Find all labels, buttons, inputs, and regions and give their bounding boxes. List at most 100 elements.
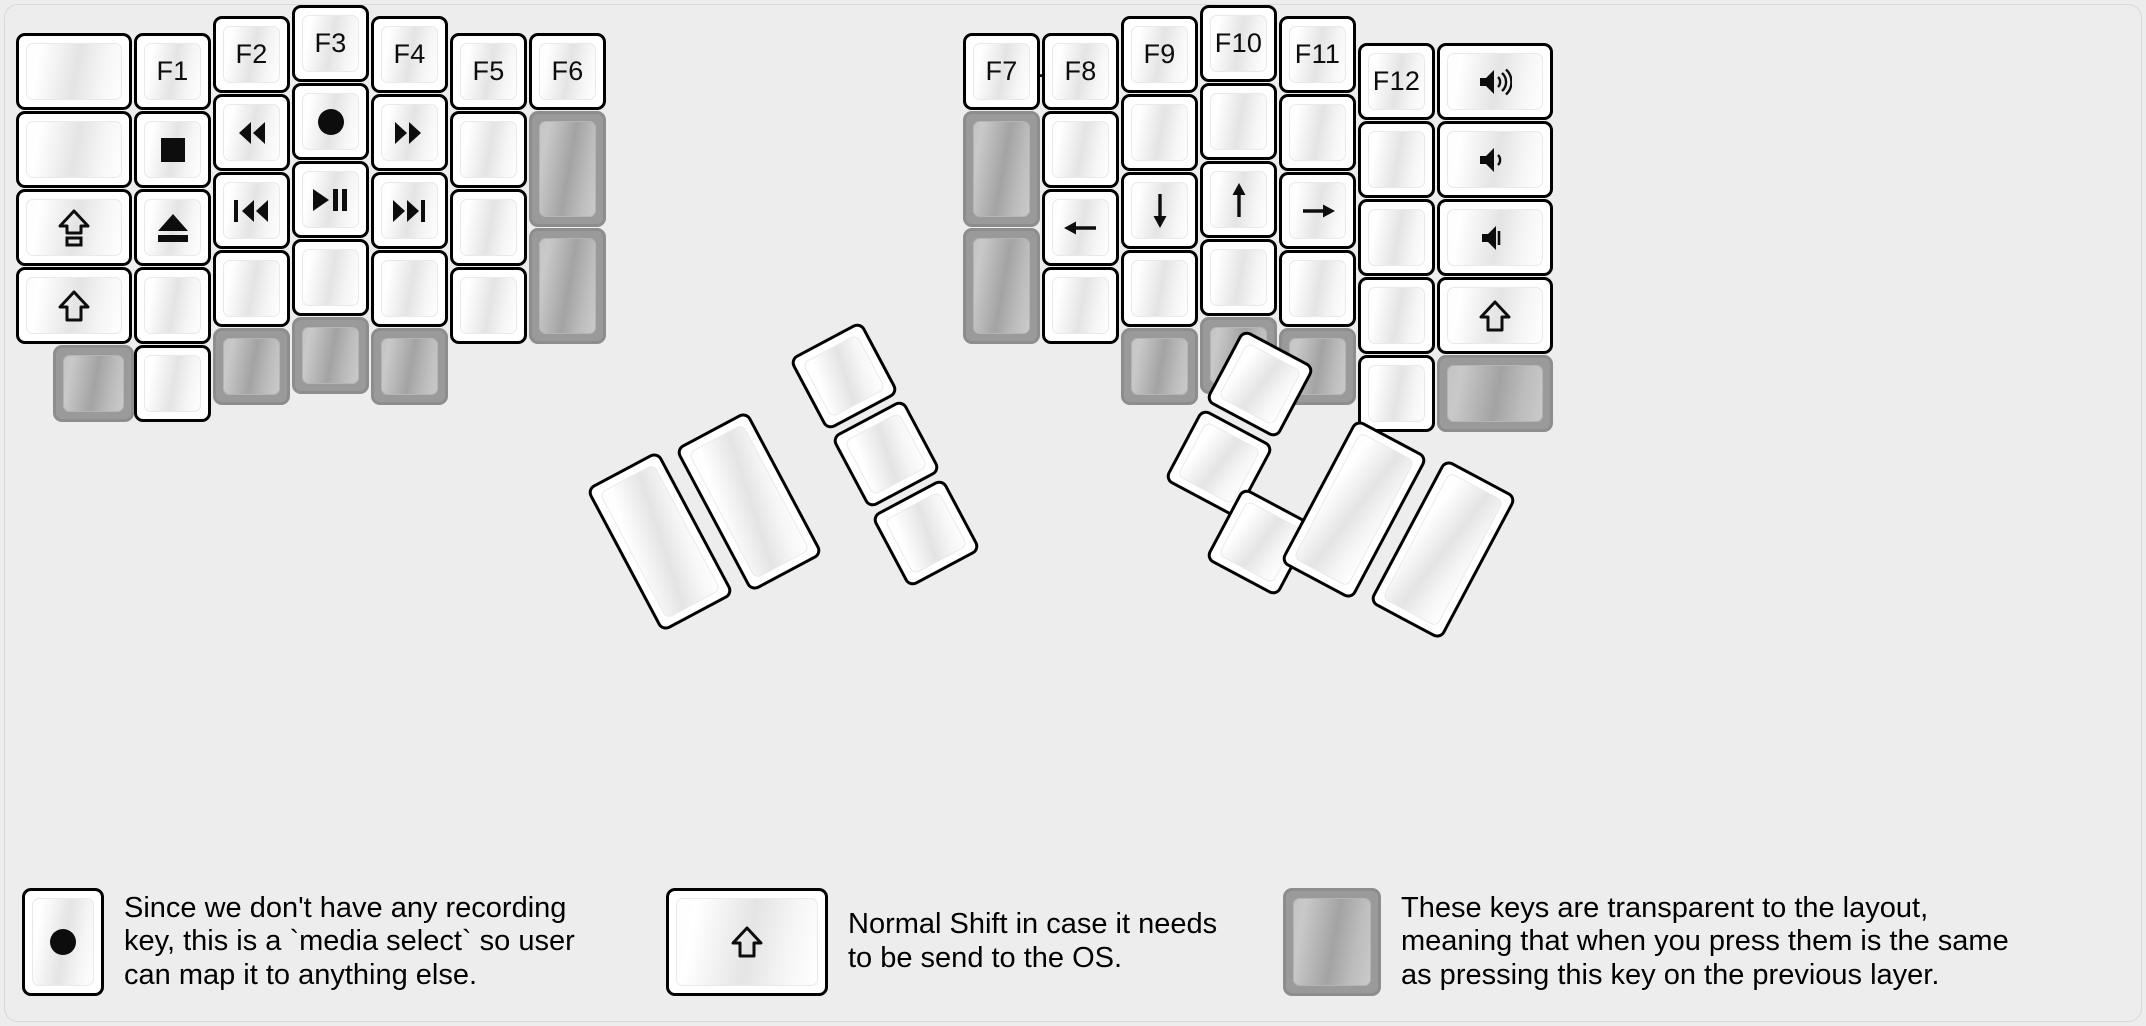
key-label: F12 — [1372, 66, 1421, 96]
fast-forward-icon — [390, 121, 430, 145]
key-left-middle-r5[interactable] — [292, 317, 369, 394]
key-right-pinky-r4[interactable] — [1358, 277, 1435, 354]
keycap-face — [460, 121, 517, 178]
keycap-face — [26, 199, 122, 256]
key-left-ring-r1[interactable]: F2 — [213, 16, 290, 93]
key-left-pinky-outer-r2[interactable] — [16, 111, 132, 188]
keycap-face — [973, 238, 1030, 334]
key-right-index-inner-r4[interactable] — [1042, 267, 1119, 344]
keycap-face — [1447, 365, 1543, 422]
key-right-pinky-outer-r2[interactable] — [1437, 121, 1553, 198]
keycap-face — [1131, 26, 1188, 83]
keycap-face — [539, 238, 596, 334]
key-right-ring-r2[interactable] — [1279, 94, 1356, 171]
key-right-pinky-r2[interactable] — [1358, 121, 1435, 198]
key-right-index-inner-r2[interactable] — [1042, 111, 1119, 188]
keycap-face — [1052, 43, 1109, 100]
legend-key-3 — [1283, 888, 1381, 996]
key-right-middle-r2[interactable] — [1200, 83, 1277, 160]
key-right-pinky-outer-r3[interactable] — [1437, 199, 1553, 276]
key-right-middle-r1[interactable]: F10 — [1200, 5, 1277, 82]
key-left-pinky-outer-r4[interactable] — [16, 267, 132, 344]
key-left-inner-r3[interactable] — [529, 228, 606, 344]
key-right-pinky-outer-r1[interactable] — [1437, 43, 1553, 120]
key-left-pinky-outer-r5[interactable] — [53, 345, 134, 422]
key-label: F6 — [551, 56, 584, 86]
legend-text-2: Normal Shift in case it needs to be send… — [848, 908, 1218, 974]
keycap-face — [144, 43, 201, 100]
key-left-ring-r3[interactable] — [213, 172, 290, 249]
key-right-ring-r3[interactable] — [1279, 172, 1356, 249]
key-right-pinky-outer-r5[interactable] — [1437, 355, 1553, 432]
key-left-pinky-r1[interactable]: F1 — [134, 33, 211, 110]
key-right-pinky-r3[interactable] — [1358, 199, 1435, 276]
legend-item-3: These keys are transparent to the layout… — [1283, 888, 2009, 996]
keycap-face — [1218, 342, 1302, 426]
key-right-index-inner-r3[interactable] — [1042, 189, 1119, 266]
key-left-ring-r4[interactable] — [213, 250, 290, 327]
keycap-face — [1447, 53, 1543, 110]
key-left-index-r2[interactable] — [371, 94, 448, 171]
keycap-face — [1052, 121, 1109, 178]
key-right-ring-r1[interactable]: F11 — [1279, 16, 1356, 93]
key-right-index-r2[interactable] — [1121, 94, 1198, 171]
key-right-middle-r3[interactable] — [1200, 161, 1277, 238]
key-left-middle-r4[interactable] — [292, 239, 369, 316]
key-left-inner-r2[interactable] — [529, 111, 606, 227]
key-left-pinky-r4[interactable] — [134, 267, 211, 344]
keycap-face — [1289, 26, 1346, 83]
key-right-inner-r3[interactable] — [963, 228, 1040, 344]
keycap-face — [460, 199, 517, 256]
key-left-pinky-outer-r1[interactable] — [16, 33, 132, 110]
key-left-index-inner-r2[interactable] — [450, 111, 527, 188]
key-right-pinky-outer-r4[interactable] — [1437, 277, 1553, 354]
key-left-index-inner-r1[interactable]: F5 — [450, 33, 527, 110]
key-right-pinky-r5[interactable] — [1358, 355, 1435, 432]
legend-key-2 — [666, 888, 828, 996]
record-icon — [48, 927, 78, 957]
key-left-pinky-outer-r3[interactable] — [16, 189, 132, 266]
keycap-face — [1368, 365, 1425, 422]
key-left-index-inner-r4[interactable] — [450, 267, 527, 344]
legend-key-1 — [22, 888, 104, 996]
key-left-ring-r5[interactable] — [213, 328, 290, 405]
key-left-index-r3[interactable] — [371, 172, 448, 249]
key-right-ring-r4[interactable] — [1279, 250, 1356, 327]
play-pause-icon — [311, 188, 351, 212]
volume-down-icon — [1478, 146, 1512, 174]
volume-mute-icon — [1480, 224, 1510, 252]
key-left-index-r4[interactable] — [371, 250, 448, 327]
keycap-face — [1289, 260, 1346, 317]
key-left-index-r5[interactable] — [371, 328, 448, 405]
key-label: F9 — [1143, 39, 1176, 69]
key-left-index-inner-r3[interactable] — [450, 189, 527, 266]
key-right-index-r5[interactable] — [1121, 328, 1198, 405]
volume-up-icon — [1478, 68, 1512, 96]
key-right-middle-r4[interactable] — [1200, 239, 1277, 316]
keycap-face — [1052, 277, 1109, 334]
key-left-middle-r2[interactable] — [292, 83, 369, 160]
keycap-face — [844, 412, 928, 496]
key-right-index-r1[interactable]: F9 — [1121, 16, 1198, 93]
keycap-face — [63, 355, 124, 412]
key-left-inner-r1[interactable]: F6 — [529, 33, 606, 110]
key-left-ring-r2[interactable] — [213, 94, 290, 171]
key-right-index-r4[interactable] — [1121, 250, 1198, 327]
key-right-pinky-r1[interactable]: F12 — [1358, 43, 1435, 120]
key-label: F4 — [393, 39, 426, 69]
caps-lock-icon — [58, 209, 90, 247]
key-right-index-inner-r1[interactable]: F8 — [1042, 33, 1119, 110]
keycap-face — [802, 334, 886, 418]
key-right-inner-r1[interactable]: F7 — [963, 33, 1040, 110]
key-left-middle-r3[interactable] — [292, 161, 369, 238]
key-right-inner-r2[interactable] — [963, 111, 1040, 227]
key-left-pinky-r2[interactable] — [134, 111, 211, 188]
key-left-index-r1[interactable]: F4 — [371, 16, 448, 93]
keycap-face — [26, 43, 122, 100]
key-left-middle-r1[interactable]: F3 — [292, 5, 369, 82]
key-left-pinky-r3[interactable] — [134, 189, 211, 266]
key-left-pinky-r5[interactable] — [134, 345, 211, 422]
keycap-face — [302, 15, 359, 72]
keycap-face — [539, 121, 596, 217]
key-right-index-r3[interactable] — [1121, 172, 1198, 249]
